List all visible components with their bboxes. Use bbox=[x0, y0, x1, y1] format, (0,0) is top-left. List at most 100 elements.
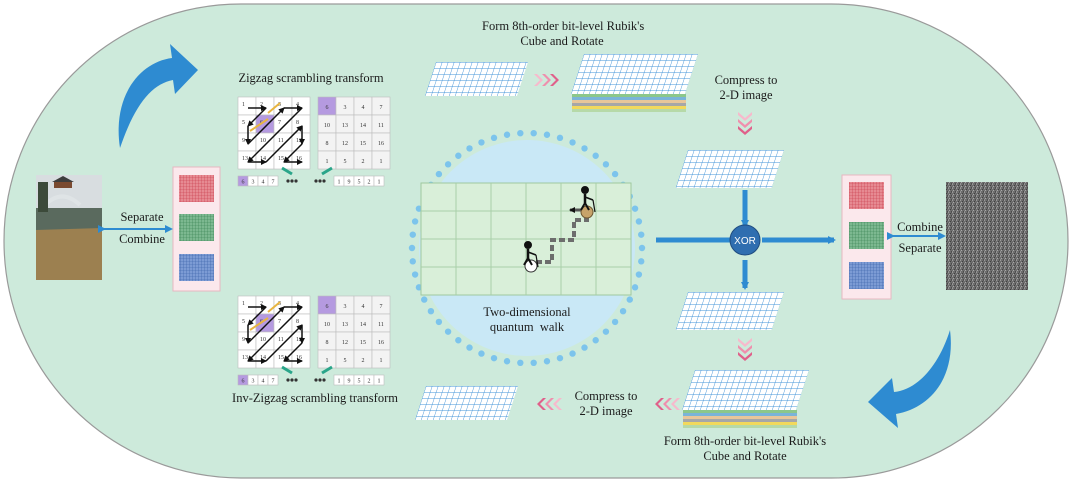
border-dot bbox=[517, 129, 524, 137]
grid-cell-value: 12 bbox=[296, 138, 302, 144]
svg-text:3: 3 bbox=[252, 379, 255, 385]
grid-cell-value: 10 bbox=[260, 337, 266, 343]
inv-zigzag-scrambling-diagram: 1234567891011121314151663471013141181215… bbox=[237, 295, 391, 386]
svg-text:2: 2 bbox=[368, 180, 371, 186]
scrambled-cell-value: 15 bbox=[360, 141, 366, 147]
scrambled-cell-value: 14 bbox=[360, 322, 366, 328]
border-dot bbox=[530, 359, 537, 367]
quantum-walk-label: Two-dimensional quantum walk bbox=[472, 305, 582, 335]
border-dot bbox=[581, 344, 588, 351]
form-cube-bottom-line1: Form 8th-order bit-level Rubik's bbox=[663, 434, 827, 448]
compress-right-line2: 2-D image bbox=[719, 88, 773, 102]
zigzag-arrow bbox=[247, 306, 285, 344]
border-dot bbox=[455, 337, 462, 344]
svg-text:7: 7 bbox=[272, 180, 275, 186]
border-dot bbox=[543, 131, 551, 138]
walker-icon bbox=[523, 241, 539, 268]
svg-text:7: 7 bbox=[272, 379, 275, 385]
scrambled-cell-value: 4 bbox=[362, 105, 365, 111]
border-dot bbox=[638, 258, 645, 265]
xor-node bbox=[729, 224, 761, 256]
grid-cell-value: 1 bbox=[242, 301, 245, 307]
rgb-channels-right bbox=[841, 174, 892, 300]
compress-right-label: Compress to 2-D image bbox=[706, 73, 786, 103]
grid-cell-value: 8 bbox=[296, 319, 299, 325]
border-dot bbox=[602, 161, 610, 168]
form-cube-top-line2: Cube and Rotate bbox=[520, 34, 604, 48]
border-dot bbox=[569, 139, 576, 146]
zigzag-arrow bbox=[247, 306, 267, 326]
grid-cell-value: 1 bbox=[242, 102, 245, 108]
plain-image bbox=[36, 175, 102, 280]
border-dot bbox=[602, 328, 610, 335]
grid-cell-value: 14 bbox=[260, 355, 266, 361]
svg-text:1: 1 bbox=[378, 379, 381, 385]
border-dot bbox=[490, 354, 498, 362]
grid-cell-value: 12 bbox=[296, 337, 302, 343]
border-dot bbox=[569, 350, 576, 357]
bit-plane-grid bbox=[424, 62, 528, 96]
scrambled-cell-value: 11 bbox=[378, 322, 384, 328]
combine-right-label: Combine bbox=[897, 220, 943, 234]
border-dot bbox=[409, 258, 416, 265]
grid-cell-value: 5 bbox=[242, 120, 245, 126]
border-dot bbox=[581, 145, 588, 152]
border-dot bbox=[411, 218, 419, 225]
border-dot bbox=[466, 145, 473, 152]
border-dot bbox=[638, 231, 645, 238]
svg-text:4: 4 bbox=[262, 379, 265, 385]
svg-text:5: 5 bbox=[358, 180, 361, 186]
compress-bottom-label: Compress to 2-D image bbox=[566, 389, 646, 419]
svg-text:1: 1 bbox=[378, 180, 381, 186]
grid-cell-value: 13 bbox=[242, 156, 248, 162]
quantum-walk-line2: quantum walk bbox=[489, 320, 565, 334]
border-dot bbox=[444, 161, 452, 168]
svg-text:6: 6 bbox=[242, 379, 245, 385]
grid-cell-value: 9 bbox=[242, 138, 245, 144]
border-dot bbox=[631, 205, 639, 212]
grid-cell-value: 7 bbox=[278, 120, 281, 126]
scrambled-cell-value: 6 bbox=[326, 304, 329, 310]
grid-cell-value: 3 bbox=[278, 102, 281, 108]
svg-text:2: 2 bbox=[368, 379, 371, 385]
border-dot bbox=[638, 244, 646, 252]
border-dot bbox=[626, 296, 633, 303]
scrambled-cell-value: 7 bbox=[380, 304, 383, 310]
zigzag-arrow bbox=[247, 107, 303, 163]
rgb-channels-left bbox=[172, 166, 221, 292]
grid-cell-value: 15 bbox=[278, 156, 284, 162]
xor-label: XOR bbox=[734, 236, 756, 247]
border-dot bbox=[435, 318, 443, 326]
zigzag-arrow bbox=[247, 107, 267, 127]
separate-right-label: Separate bbox=[898, 241, 942, 255]
svg-text:1: 1 bbox=[338, 379, 341, 385]
border-dot bbox=[466, 344, 473, 351]
zigzag-arrow bbox=[265, 125, 303, 163]
compress-right-line1: Compress to bbox=[714, 73, 778, 87]
compress-bottom-line1: Compress to bbox=[574, 389, 638, 403]
inv-zigzag-title: Inv-Zigzag scrambling transform bbox=[232, 391, 398, 405]
border-dot bbox=[409, 231, 416, 238]
zigzag-scrambling-diagram: 1234567891011121314151663471013141181215… bbox=[237, 96, 391, 187]
border-dot bbox=[490, 134, 498, 142]
grid-cell-value: 7 bbox=[278, 319, 281, 325]
scrambled-cell-value: 5 bbox=[344, 159, 347, 165]
combine-left-label: Combine bbox=[119, 232, 165, 246]
scrambled-cell-value: 16 bbox=[378, 340, 384, 346]
zigzag-arrow bbox=[265, 324, 303, 362]
grid-cell-value: 4 bbox=[296, 102, 299, 108]
border-dot bbox=[503, 358, 511, 365]
quantum-walk-lattice bbox=[420, 182, 632, 296]
grid-cell-value: 10 bbox=[260, 138, 266, 144]
form-cube-top-line1: Form 8th-order bit-level Rubik's bbox=[482, 19, 645, 33]
rubiks-cube-bottom bbox=[682, 370, 809, 428]
chevron-icon bbox=[534, 74, 559, 86]
scrambled-cell-value: 12 bbox=[342, 340, 348, 346]
walker-icon bbox=[580, 186, 596, 213]
svg-text:5: 5 bbox=[358, 379, 361, 385]
border-dot bbox=[556, 354, 564, 362]
border-dot bbox=[635, 271, 643, 278]
scrambled-cell-value: 6 bbox=[326, 105, 329, 111]
border-dot bbox=[455, 152, 462, 159]
border-dot bbox=[435, 170, 443, 178]
